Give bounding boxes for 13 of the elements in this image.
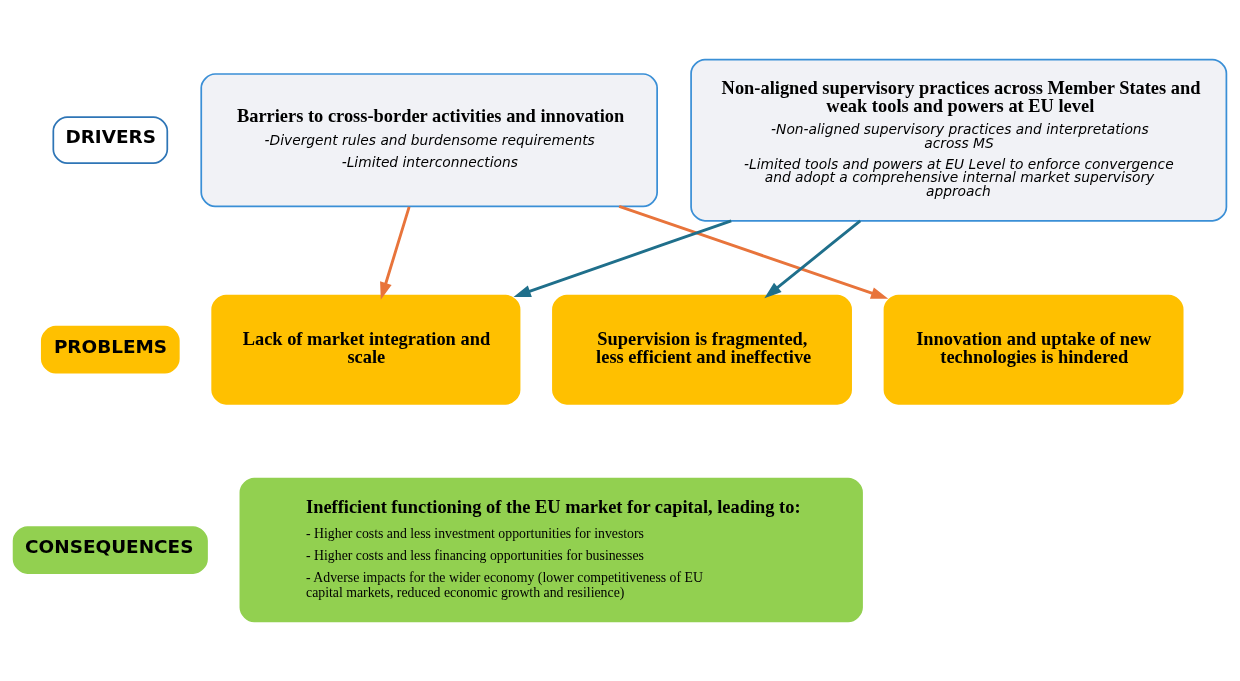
node-box: CONSEQUENCES (12, 526, 208, 574)
node-box: Non-aligned supervisory practices across Member States and weak tools and powers at EU level -Non-aligned supervisory practices and interpretations across MS -Limited tools and powers at EU Level to enforce convergence and adopt a comprehensive internal market supervisory approach (690, 58, 1228, 222)
node-box: Barriers to cross-border activities and innovation -Divergent rules and burdensome requirements -Limited interconnections (200, 73, 658, 208)
node-box: PROBLEMS (40, 325, 180, 374)
arrow (513, 219, 732, 297)
node-box: DRIVERS (52, 116, 169, 165)
node-box: Innovation and uptake of new technologies is hindered (883, 294, 1184, 405)
arrow (764, 219, 862, 299)
arrow (618, 205, 889, 299)
node-box: Supervision is fragmented, less efficient and ineffective (552, 294, 852, 405)
arrow (380, 206, 411, 300)
node-box: Inefficient functioning of the EU market for capital, leading to: - Higher costs and less investment opportunities for investors - Higher costs and less financing opportunities for businesses - Adverse impacts for the wider economy (lower competitiveness of EU capital markets, reduced economic growth and resilience) (239, 477, 863, 623)
node-box: Lack of market integration and scale (211, 294, 521, 405)
